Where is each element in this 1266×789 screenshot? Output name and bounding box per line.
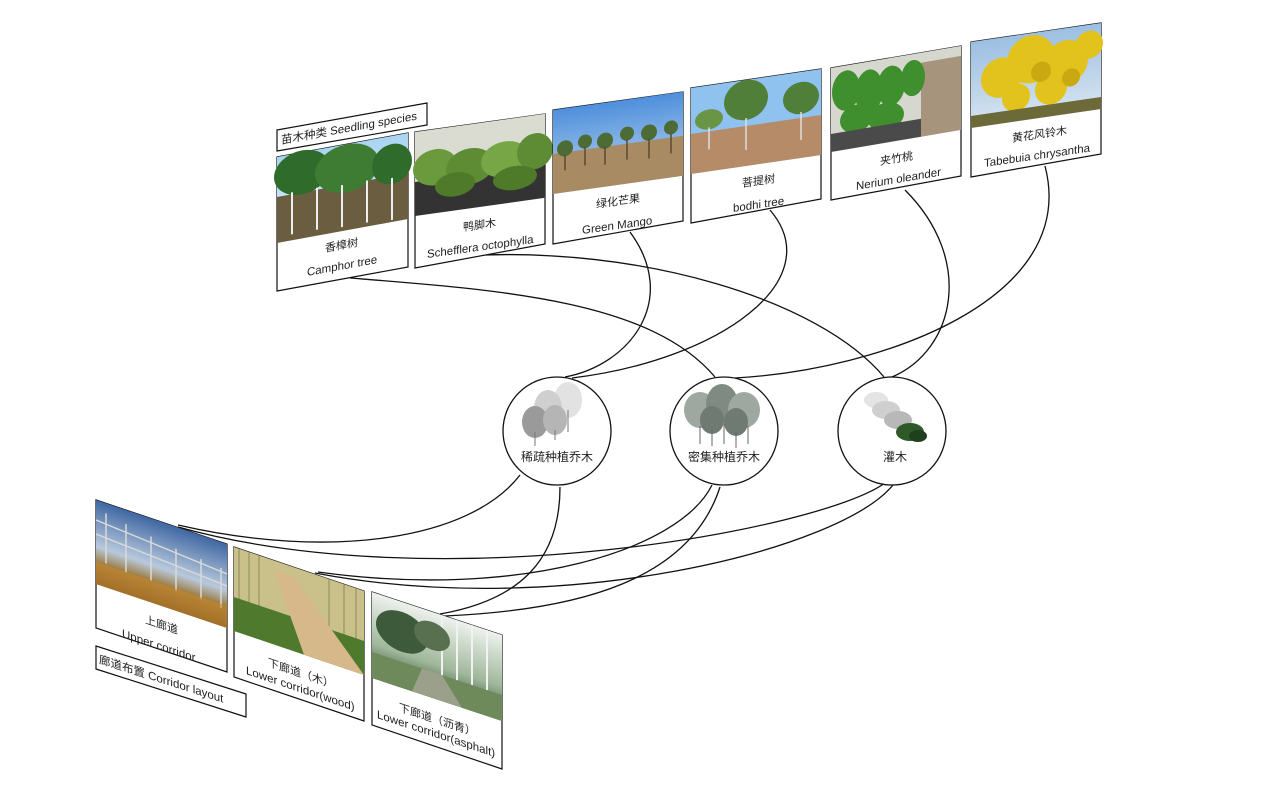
link-shrub-to-upper — [177, 482, 886, 560]
asphalt-corridor-photo — [372, 592, 502, 722]
category-sparse-trees[interactable]: 稀疏种植乔木 — [502, 376, 612, 486]
corridor-card-upper[interactable]: 上廊道 Upper corridor — [95, 499, 228, 673]
sparse-trees-label: 稀疏种植乔木 — [521, 449, 593, 464]
link-sparse-to-upper — [177, 474, 521, 543]
corridor-card-asphalt[interactable]: 下廊道（沥青） Lower corridor(asphalt) — [371, 591, 503, 770]
link-dense-to-asphalt — [444, 486, 721, 617]
shrub-icon — [864, 392, 927, 442]
camphor-photo — [274, 133, 412, 243]
link-camphor-to-dense — [349, 277, 716, 378]
link-tabebuia-to-dense — [734, 165, 1050, 379]
bodhi-name-zh: 菩提树 — [742, 171, 775, 190]
seedling-card-bodhi[interactable]: 菩提树 bodhi tree — [690, 68, 822, 224]
corridor-card-wood[interactable]: 下廊道（木） Lower corridor(wood) — [233, 546, 365, 722]
seedling-card-tabebuia[interactable]: 黄花风铃木 Tabebuia chrysantha — [970, 22, 1103, 178]
oleander-photo — [831, 45, 961, 152]
seedling-card-schefflera[interactable]: 鸭脚木 Schefflera octophylla — [413, 113, 553, 269]
dense-trees-icon — [684, 384, 760, 448]
schefflera-photo — [413, 113, 553, 216]
connector-lines — [177, 165, 1050, 617]
bodhi-photo — [691, 69, 821, 174]
wood-corridor-photo — [234, 547, 364, 675]
link-oleander-to-shrub — [891, 189, 950, 378]
tabebuia-photo — [971, 23, 1103, 128]
dense-trees-label: 密集种植乔木 — [688, 449, 760, 464]
category-dense-trees[interactable]: 密集种植乔木 — [669, 376, 779, 486]
link-sparse-to-asphalt — [439, 486, 561, 615]
link-bodhi-to-sparse — [571, 209, 788, 379]
link-dense-to-wood — [317, 484, 713, 581]
link-schefflera-to-shrub — [461, 253, 885, 378]
seedling-card-mango[interactable]: 绿化芒果 Green Mango — [552, 91, 684, 245]
sparse-trees-icon — [522, 382, 582, 446]
seedling-section-title-box: 苗木种类 Seedling species — [276, 102, 428, 152]
link-shrub-to-wood — [314, 484, 894, 589]
category-shrubs[interactable]: 灌木 — [837, 376, 947, 486]
link-mango-to-sparse — [564, 231, 651, 378]
shrub-label: 灌木 — [883, 450, 907, 464]
seedling-card-camphor[interactable]: 香樟树 Camphor tree — [274, 130, 412, 292]
seedling-card-oleander[interactable]: 夹竹桃 Nerium oleander — [830, 45, 962, 201]
schefflera-name-zh: 鸭脚木 — [463, 215, 496, 234]
upper-corridor-photo — [95, 500, 228, 629]
mango-photo — [553, 91, 683, 194]
